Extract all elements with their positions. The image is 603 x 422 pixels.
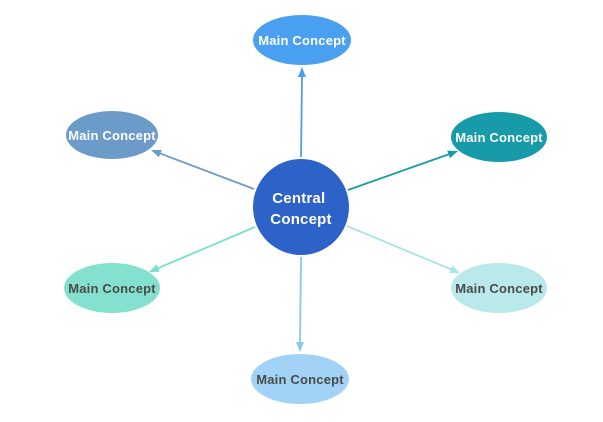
arrowhead-top: [297, 67, 306, 78]
edge-bottom-right: [346, 225, 460, 273]
edge-line-bottom: [299, 256, 302, 344]
edge-line-top-right: [347, 153, 450, 191]
arrowhead-bottom-right: [449, 265, 460, 273]
arrowhead-top-right: [447, 150, 458, 159]
edge-bottom: [296, 256, 304, 352]
node-bottom-shape[interactable]: [251, 354, 349, 404]
node-bottom-label: Main Concept: [256, 372, 344, 387]
edge-top-right: [347, 150, 458, 191]
node-top-label: Main Concept: [258, 33, 346, 48]
edge-line-top-left: [159, 152, 255, 190]
edge-top: [297, 67, 306, 158]
node-bottom-right-label: Main Concept: [455, 281, 543, 296]
node-central-label-line1: Central: [272, 190, 325, 207]
node-top-left-label: Main Concept: [68, 128, 156, 143]
node-central-shape[interactable]: [253, 159, 349, 255]
arrowhead-bottom: [296, 342, 304, 352]
node-bottom-left[interactable]: Main Concept: [64, 263, 160, 313]
node-top[interactable]: Main Concept: [253, 15, 351, 65]
arrowhead-bottom-left: [149, 264, 160, 272]
node-central-label-line2: Concept: [270, 211, 331, 228]
node-top-right-label: Main Concept: [455, 130, 543, 145]
node-bottom-left-label: Main Concept: [68, 281, 156, 296]
node-top-left[interactable]: Main Concept: [66, 111, 158, 159]
node-bottom-left-shape[interactable]: [64, 263, 160, 313]
edge-line-bottom-right: [346, 225, 453, 271]
node-top-shape[interactable]: [253, 15, 351, 65]
edge-bottom-left: [149, 226, 256, 272]
edge-top-left: [151, 149, 255, 190]
node-bottom-right[interactable]: Main Concept: [451, 263, 547, 313]
node-top-left-shape[interactable]: [66, 111, 158, 159]
node-central-label: Central Concept: [270, 190, 331, 228]
node-central[interactable]: Central Concept: [253, 159, 349, 255]
node-bottom[interactable]: Main Concept: [251, 354, 349, 404]
arrowhead-top-left: [151, 149, 162, 158]
node-top-right-shape[interactable]: [451, 112, 547, 162]
node-top-right[interactable]: Main Concept: [451, 112, 547, 162]
edge-line-top: [300, 76, 303, 158]
node-bottom-right-shape[interactable]: [451, 263, 547, 313]
edge-line-bottom-left: [156, 226, 256, 270]
